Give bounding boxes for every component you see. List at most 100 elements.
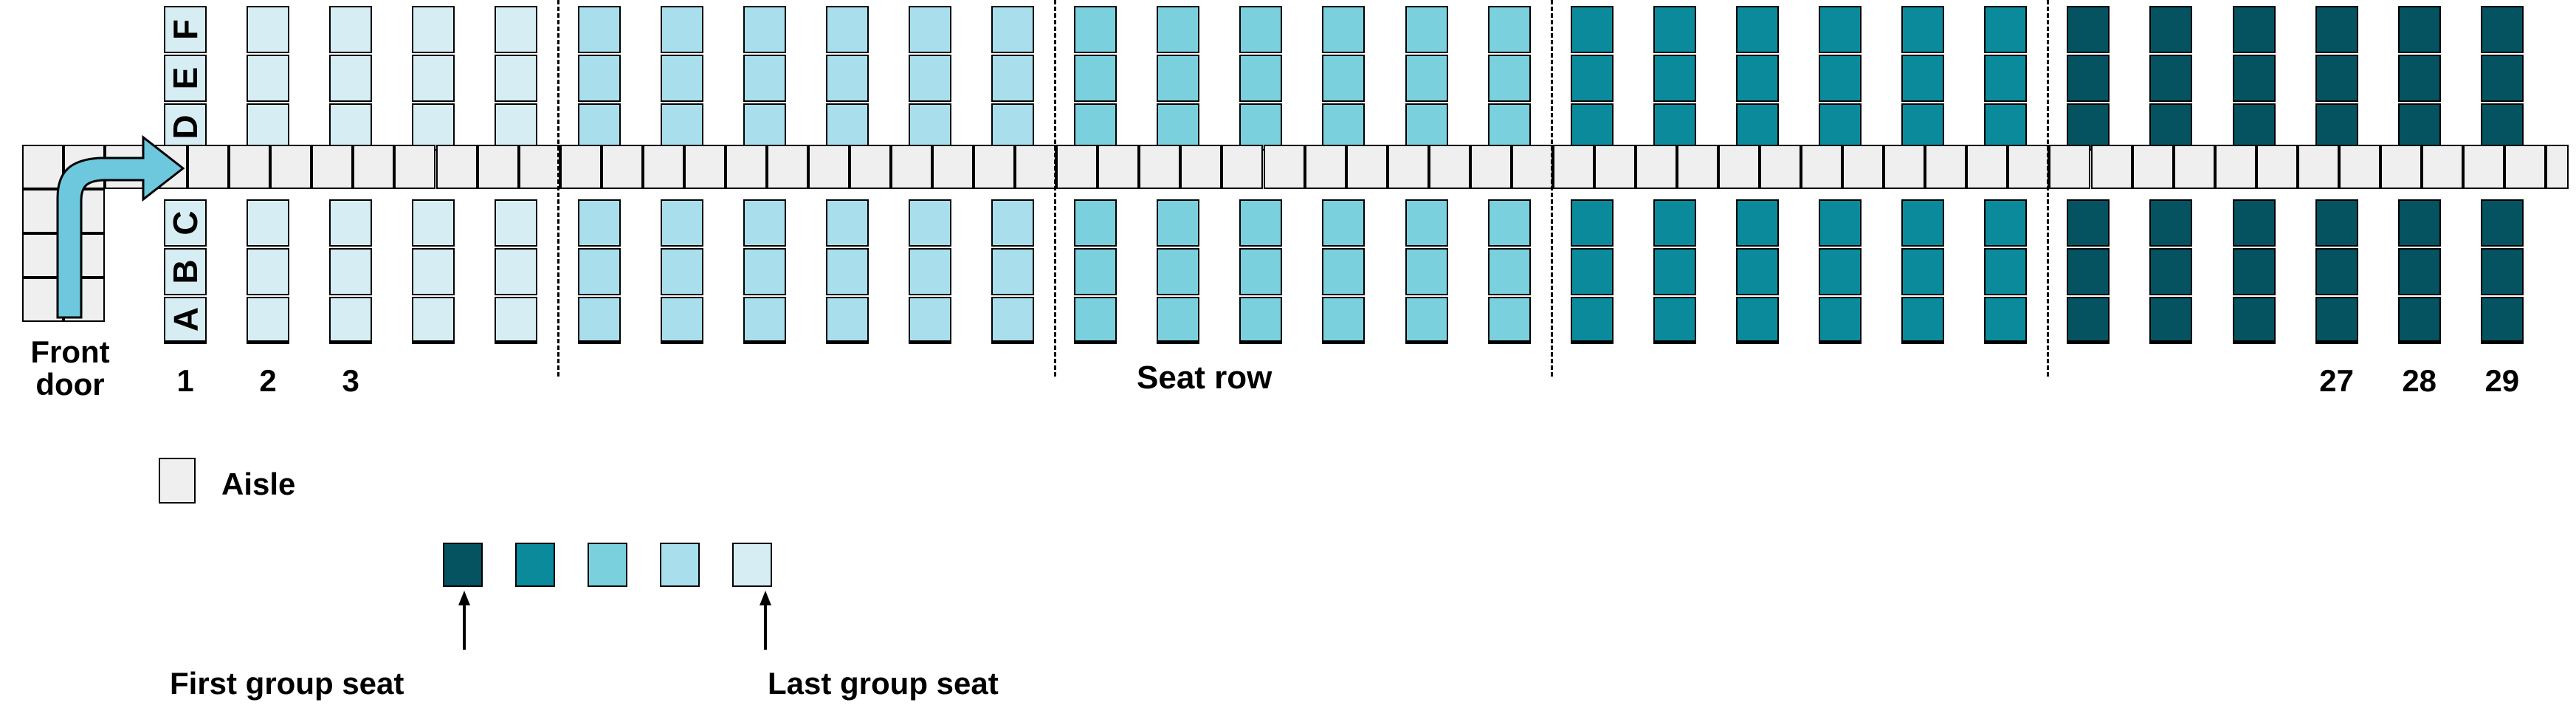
seat-27D[interactable] (2315, 103, 2358, 151)
seat-17C[interactable] (1487, 199, 1531, 247)
seat-23B[interactable] (1984, 248, 2028, 295)
seat-20D[interactable] (1735, 103, 1779, 151)
seat-14E[interactable] (1239, 55, 1283, 102)
seat-29C[interactable] (2480, 199, 2524, 247)
seat-8A[interactable] (743, 297, 786, 344)
seat-13A[interactable] (1157, 297, 1200, 344)
seat-3F[interactable] (329, 6, 373, 53)
seat-8C[interactable] (743, 199, 786, 247)
seat-21A[interactable] (1819, 297, 1862, 344)
seat-25D[interactable] (2149, 103, 2193, 151)
seat-8E[interactable] (743, 55, 786, 102)
seat-13F[interactable] (1157, 6, 1200, 53)
seat-9F[interactable] (825, 6, 869, 53)
seat-2B[interactable] (247, 248, 290, 295)
seat-9D[interactable] (825, 103, 869, 151)
seat-13B[interactable] (1157, 248, 1200, 295)
seat-20E[interactable] (1735, 55, 1779, 102)
seat-15D[interactable] (1322, 103, 1366, 151)
seat-5C[interactable] (495, 199, 538, 247)
seat-26C[interactable] (2232, 199, 2276, 247)
seat-26A[interactable] (2232, 297, 2276, 344)
seat-7E[interactable] (660, 55, 703, 102)
seat-24F[interactable] (2067, 6, 2110, 53)
seat-11C[interactable] (991, 199, 1034, 247)
seat-28E[interactable] (2397, 55, 2441, 102)
seat-19A[interactable] (1653, 297, 1696, 344)
seat-18F[interactable] (1570, 6, 1614, 53)
seat-19E[interactable] (1653, 55, 1696, 102)
seat-7F[interactable] (660, 6, 703, 53)
seat-16F[interactable] (1405, 6, 1448, 53)
seat-24E[interactable] (2067, 55, 2110, 102)
seat-27B[interactable] (2315, 248, 2358, 295)
seat-1D[interactable]: D (164, 103, 207, 151)
seat-24A[interactable] (2067, 297, 2110, 344)
seat-6F[interactable] (577, 6, 621, 53)
seat-17D[interactable] (1487, 103, 1531, 151)
seat-12C[interactable] (1074, 199, 1117, 247)
seat-12B[interactable] (1074, 248, 1117, 295)
seat-6C[interactable] (577, 199, 621, 247)
seat-4A[interactable] (412, 297, 455, 344)
seat-19D[interactable] (1653, 103, 1696, 151)
seat-28D[interactable] (2397, 103, 2441, 151)
seat-17F[interactable] (1487, 6, 1531, 53)
seat-21F[interactable] (1819, 6, 1862, 53)
seat-9C[interactable] (825, 199, 869, 247)
seat-22F[interactable] (1901, 6, 1945, 53)
seat-21B[interactable] (1819, 248, 1862, 295)
seat-15B[interactable] (1322, 248, 1366, 295)
seat-24D[interactable] (2067, 103, 2110, 151)
seat-5B[interactable] (495, 248, 538, 295)
seat-4B[interactable] (412, 248, 455, 295)
seat-5E[interactable] (495, 55, 538, 102)
seat-29B[interactable] (2480, 248, 2524, 295)
seat-14B[interactable] (1239, 248, 1283, 295)
seat-12A[interactable] (1074, 297, 1117, 344)
seat-3C[interactable] (329, 199, 373, 247)
seat-18A[interactable] (1570, 297, 1614, 344)
seat-18C[interactable] (1570, 199, 1614, 247)
seat-4F[interactable] (412, 6, 455, 53)
seat-16A[interactable] (1405, 297, 1448, 344)
seat-29F[interactable] (2480, 6, 2524, 53)
seat-29A[interactable] (2480, 297, 2524, 344)
seat-29D[interactable] (2480, 103, 2524, 151)
seat-22D[interactable] (1901, 103, 1945, 151)
seat-15A[interactable] (1322, 297, 1366, 344)
seat-26E[interactable] (2232, 55, 2276, 102)
seat-27A[interactable] (2315, 297, 2358, 344)
seat-27F[interactable] (2315, 6, 2358, 53)
seat-14F[interactable] (1239, 6, 1283, 53)
seat-2E[interactable] (247, 55, 290, 102)
seat-16E[interactable] (1405, 55, 1448, 102)
seat-12E[interactable] (1074, 55, 1117, 102)
seat-8B[interactable] (743, 248, 786, 295)
seat-7A[interactable] (660, 297, 703, 344)
seat-3E[interactable] (329, 55, 373, 102)
seat-4C[interactable] (412, 199, 455, 247)
seat-2A[interactable] (247, 297, 290, 344)
seat-25A[interactable] (2149, 297, 2193, 344)
seat-3B[interactable] (329, 248, 373, 295)
seat-27E[interactable] (2315, 55, 2358, 102)
seat-10D[interactable] (908, 103, 951, 151)
seat-11E[interactable] (991, 55, 1034, 102)
seat-1B[interactable]: B (164, 248, 207, 295)
seat-6D[interactable] (577, 103, 621, 151)
seat-3A[interactable] (329, 297, 373, 344)
seat-26D[interactable] (2232, 103, 2276, 151)
seat-20C[interactable] (1735, 199, 1779, 247)
seat-5D[interactable] (495, 103, 538, 151)
seat-10C[interactable] (908, 199, 951, 247)
seat-16D[interactable] (1405, 103, 1448, 151)
seat-28B[interactable] (2397, 248, 2441, 295)
seat-21E[interactable] (1819, 55, 1862, 102)
seat-18D[interactable] (1570, 103, 1614, 151)
seat-2D[interactable] (247, 103, 290, 151)
seat-28A[interactable] (2397, 297, 2441, 344)
seat-4E[interactable] (412, 55, 455, 102)
seat-22A[interactable] (1901, 297, 1945, 344)
seat-1E[interactable]: E (164, 55, 207, 102)
